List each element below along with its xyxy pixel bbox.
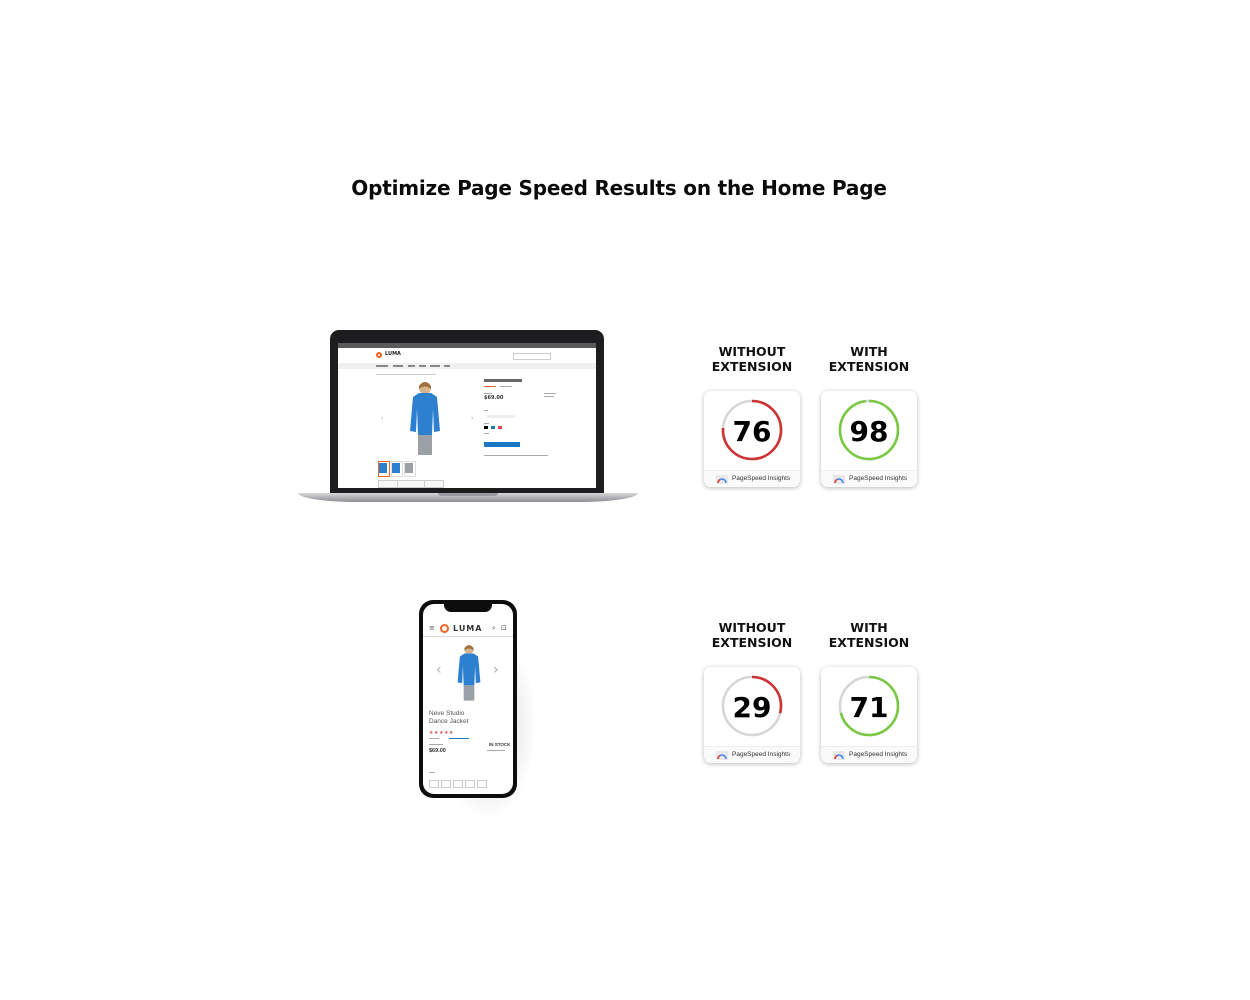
phone-product-image-jacket <box>457 645 481 701</box>
pagespeed-label: PageSpeed Insights <box>849 751 908 758</box>
cart-icon: ⊡ <box>501 624 507 632</box>
store-top-bar <box>338 343 596 348</box>
laptop-mockup: LUMA ‹ › <box>298 330 638 508</box>
luma-logo-text: LUMA <box>385 351 401 357</box>
phone-screen: ≡ LUMA ⌕ ⊡ ‹ › Neve Studio Dance Jacket … <box>423 604 513 794</box>
size-option <box>465 780 475 788</box>
size-option <box>477 780 487 788</box>
desktop-with-score-card: 98 PageSpeed Insights <box>821 391 917 487</box>
menu-icon: ≡ <box>429 624 435 632</box>
size-option <box>441 780 451 788</box>
mobile-with-score-card: 71 PageSpeed Insights <box>821 667 917 763</box>
color-swatch <box>498 426 502 429</box>
score-gauge <box>721 675 783 737</box>
pagespeed-icon <box>833 751 845 760</box>
stock-status: IN STOCK <box>489 742 511 747</box>
laptop-notch <box>438 493 498 496</box>
phone-price: $69.00 <box>429 748 446 754</box>
color-swatch <box>491 426 495 429</box>
mobile-without-label: WITHOUT EXTENSION <box>711 620 793 650</box>
score-value: 29 <box>732 691 772 724</box>
score-value: 98 <box>849 415 889 448</box>
phone-product-name: Neve Studio Dance Jacket <box>429 710 469 725</box>
page-title: Optimize Page Speed Results on the Home … <box>351 176 887 200</box>
phone-logo-text: LUMA <box>453 624 483 633</box>
pagespeed-badge: PageSpeed Insights <box>821 746 917 763</box>
score-gauge <box>838 399 900 461</box>
phone-mockup: ≡ LUMA ⌕ ⊡ ‹ › Neve Studio Dance Jacket … <box>419 600 537 820</box>
phone-notch <box>444 604 492 612</box>
rating-stars: ★★★★★ <box>429 730 454 736</box>
luma-logo-icon <box>376 352 382 358</box>
add-to-cart-button <box>484 442 520 447</box>
laptop-lid: LUMA ‹ › <box>330 330 604 495</box>
product-tab <box>378 480 398 488</box>
desktop-with-label: WITH EXTENSION <box>828 344 910 374</box>
desktop-without-score-card: 76 PageSpeed Insights <box>704 391 800 487</box>
product-image-jacket <box>410 382 440 455</box>
product-title-placeholder <box>484 379 522 382</box>
pagespeed-icon <box>833 475 845 484</box>
score-value: 71 <box>849 691 889 724</box>
store-nav-bar <box>338 363 596 369</box>
pagespeed-label: PageSpeed Insights <box>732 475 791 482</box>
score-gauge <box>721 399 783 461</box>
phone-body: ≡ LUMA ⌕ ⊡ ‹ › Neve Studio Dance Jacket … <box>419 600 517 798</box>
prev-arrow-icon: ‹ <box>381 415 384 422</box>
pagespeed-badge: PageSpeed Insights <box>704 746 800 763</box>
pagespeed-badge: PageSpeed Insights <box>704 470 800 487</box>
desktop-without-label: WITHOUT EXTENSION <box>711 344 793 374</box>
product-tab <box>424 480 444 488</box>
next-arrow-icon: › <box>471 415 474 422</box>
color-swatch <box>484 426 488 429</box>
mobile-with-label: WITH EXTENSION <box>828 620 910 650</box>
laptop-base <box>298 493 638 502</box>
next-arrow-icon: › <box>493 662 499 678</box>
pagespeed-label: PageSpeed Insights <box>732 751 791 758</box>
score-gauge <box>838 675 900 737</box>
pagespeed-badge: PageSpeed Insights <box>821 470 917 487</box>
mobile-without-score-card: 29 PageSpeed Insights <box>704 667 800 763</box>
prev-arrow-icon: ‹ <box>436 662 442 678</box>
pagespeed-icon <box>716 475 728 484</box>
store-search-box <box>513 353 551 360</box>
laptop-price: $69.00 <box>484 395 504 401</box>
product-tab <box>397 480 425 488</box>
luma-logo-icon <box>440 624 449 633</box>
score-value: 76 <box>732 415 772 448</box>
pagespeed-icon <box>716 751 728 760</box>
search-icon: ⌕ <box>492 624 496 632</box>
laptop-screen: LUMA ‹ › <box>338 343 596 488</box>
size-option <box>429 780 439 788</box>
size-option <box>453 780 463 788</box>
pagespeed-label: PageSpeed Insights <box>849 475 908 482</box>
